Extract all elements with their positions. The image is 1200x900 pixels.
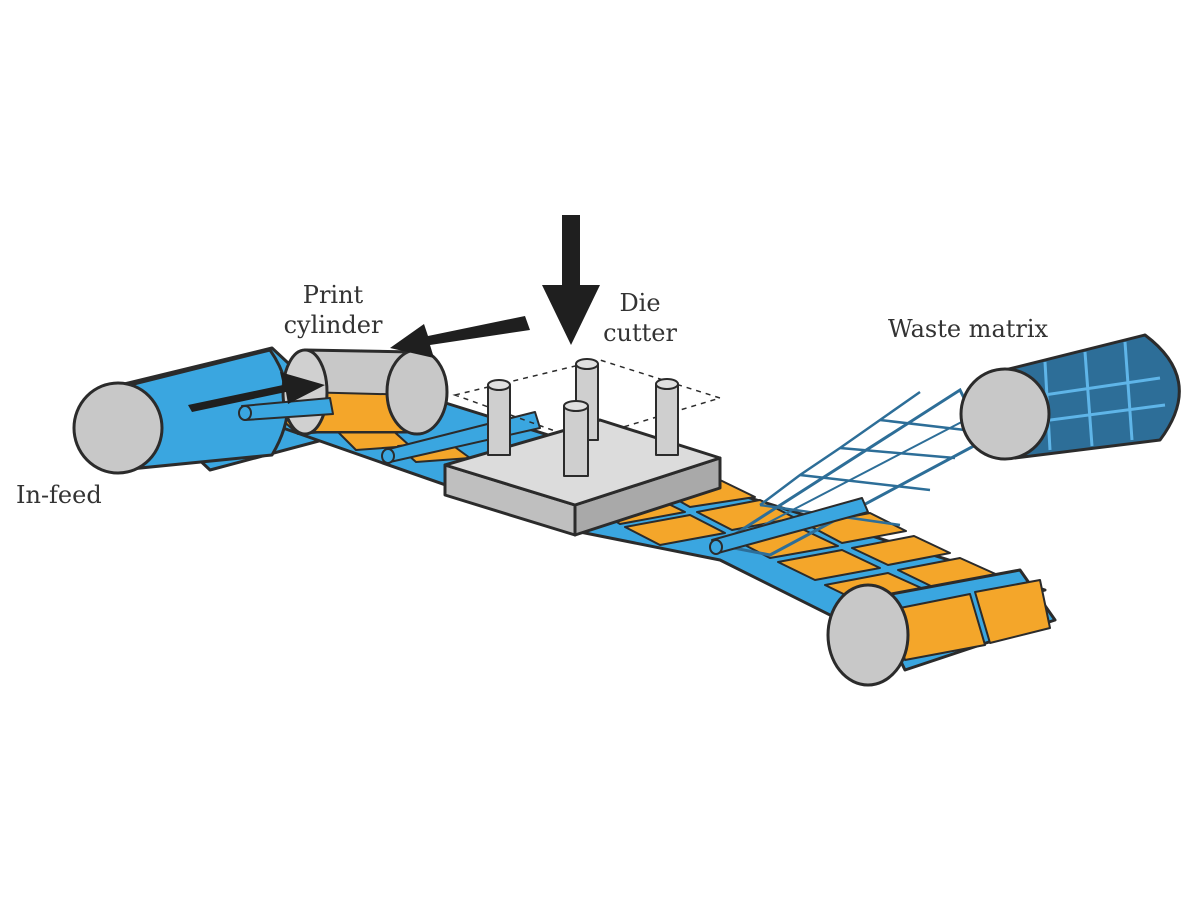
print-cylinder-label: Print cylinder (268, 280, 398, 340)
print-cylinder-label-line2: cylinder (283, 311, 383, 339)
print-cylinder (385, 348, 449, 436)
outfeed-roll-labels (889, 579, 1051, 661)
infeed-direction-arrow (188, 372, 325, 412)
in-feed-label: In-feed (16, 481, 102, 509)
outfeed-roller (826, 583, 910, 687)
die-cutter-label-line2: cutter (603, 319, 677, 347)
guide-roller-1-end (238, 405, 252, 421)
die-cutter-label: Die cutter (590, 288, 690, 348)
die-cutter (443, 358, 723, 537)
print-cylinder-label-line1: Print (302, 281, 364, 309)
waste-guide-roller-end (709, 539, 723, 555)
guide-roller-2-end (381, 448, 395, 464)
waste-matrix-roller (959, 367, 1051, 461)
die-press-arrow (542, 215, 600, 345)
die-cutter-label-line1: Die (619, 289, 661, 317)
infeed-roller (72, 381, 164, 475)
die-posts (487, 358, 679, 477)
print-direction-arrow (390, 316, 530, 358)
waste-matrix-label: Waste matrix (888, 315, 1049, 343)
